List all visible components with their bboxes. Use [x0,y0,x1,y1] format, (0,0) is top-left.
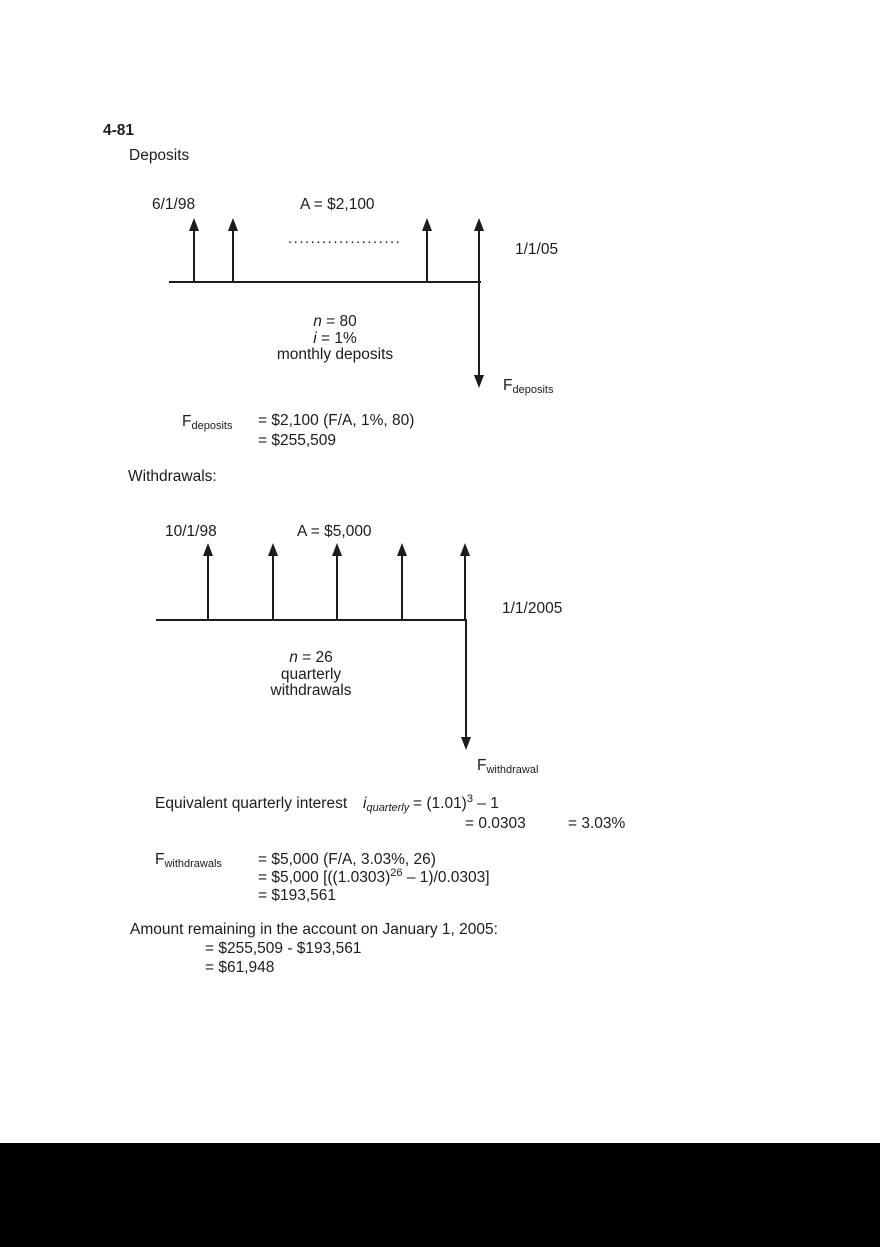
arrow-shaft [478,282,480,379]
deposits-period-label: monthly deposits [276,346,394,363]
deposits-i-line: i = 1% [313,329,357,347]
quarterly-interest-expression: = (1.01)3 – 1 [413,793,499,813]
deposits-parameters: n = 80 i = 1% monthly deposits [235,313,435,364]
deposits-ellipsis-dots: .................... [288,230,402,247]
deposits-calc-lhs: Fdeposits [182,413,233,432]
problem-number: 4-81 [103,122,135,139]
arrowhead-icon [460,543,470,556]
withdrawal-arrow-up-icon [203,543,213,620]
deposit-arrow-up-icon [422,218,432,282]
deposits-timeline [169,281,481,283]
withdrawals-period-line2: withdrawals [270,682,352,699]
deposit-arrow-up-icon [189,218,199,282]
n-variable: n [289,649,298,666]
arrowhead-icon [461,737,471,750]
deposit-arrow-up-icon [228,218,238,282]
arrow-shaft [478,227,480,282]
arrowhead-icon [189,218,199,231]
arrow-shaft [465,620,467,741]
withdrawals-parameters: n = 26 quarterly withdrawals [231,649,391,700]
withdrawals-heading: Withdrawals: [128,468,217,485]
quarterly-interest-variable: iquarterly [363,795,410,814]
arrowhead-icon [397,543,407,556]
withdrawal-arrow-up-icon [397,543,407,620]
arrowhead-icon [203,543,213,556]
n-variable: n [313,313,322,330]
conclusion-label: Amount remaining in the account on Janua… [130,921,498,938]
deposits-calc-line1: = $2,100 (F/A, 1%, 80) [258,412,415,429]
deposit-arrow-up-icon [474,218,484,282]
withdrawals-end-date: 1/1/2005 [502,600,563,617]
arrowhead-icon [268,543,278,556]
deposits-future-arrow-down-icon [474,282,484,388]
quarterly-interest-result-percent: = 3.03% [568,815,626,832]
arrowhead-icon [228,218,238,231]
quarterly-interest-result: = 0.0303 [465,815,526,832]
withdrawals-start-date: 10/1/98 [165,523,217,540]
withdrawals-period-line1: quarterly [280,665,342,683]
withdrawals-n-line: n = 26 [289,649,333,666]
deposits-future-label: Fdeposits [503,377,554,396]
withdrawals-calc-lhs: Fwithdrawals [155,851,222,870]
conclusion-line1: = $255,509 - $193,561 [205,940,362,957]
arrow-shaft [426,227,428,282]
withdrawals-calc-line1: = $5,000 (F/A, 3.03%, 26) [258,851,436,868]
conclusion-line2: = $61,948 [205,959,275,976]
arrow-shaft [272,552,274,620]
deposits-start-date: 6/1/98 [152,196,196,213]
deposits-n-line: n = 80 [313,313,357,330]
deposits-end-date: 1/1/05 [515,241,559,258]
withdrawals-future-arrow-down-icon [461,620,471,750]
withdrawals-timeline [156,619,467,621]
arrow-shaft [336,552,338,620]
i-variable: i [313,329,317,347]
withdrawal-arrow-up-icon [268,543,278,620]
deposits-annuity-label: A = $2,100 [300,196,375,213]
withdrawals-future-label: Fwithdrawal [477,757,539,776]
arrowhead-icon [332,543,342,556]
arrowhead-icon [474,218,484,231]
arrow-shaft [207,552,209,620]
arrowhead-icon [474,375,484,388]
arrow-shaft [232,227,234,282]
deposits-calc-line2: = $255,509 [258,432,337,449]
withdrawals-calc-line2: = $5,000 [((1.0303)26 – 1)/0.0303] [258,867,490,887]
quarterly-interest-label: Equivalent quarterly interest [155,795,348,812]
arrow-shaft [401,552,403,620]
withdrawal-arrow-up-icon [332,543,342,620]
arrow-shaft [193,227,195,282]
withdrawals-calc-line3: = $193,561 [258,887,337,904]
arrow-shaft [464,552,466,620]
arrowhead-icon [422,218,432,231]
withdrawals-annuity-label: A = $5,000 [297,523,372,540]
deposits-heading: Deposits [129,147,190,164]
scan-bottom-black-band [0,1143,880,1247]
withdrawal-arrow-up-icon [460,543,470,620]
